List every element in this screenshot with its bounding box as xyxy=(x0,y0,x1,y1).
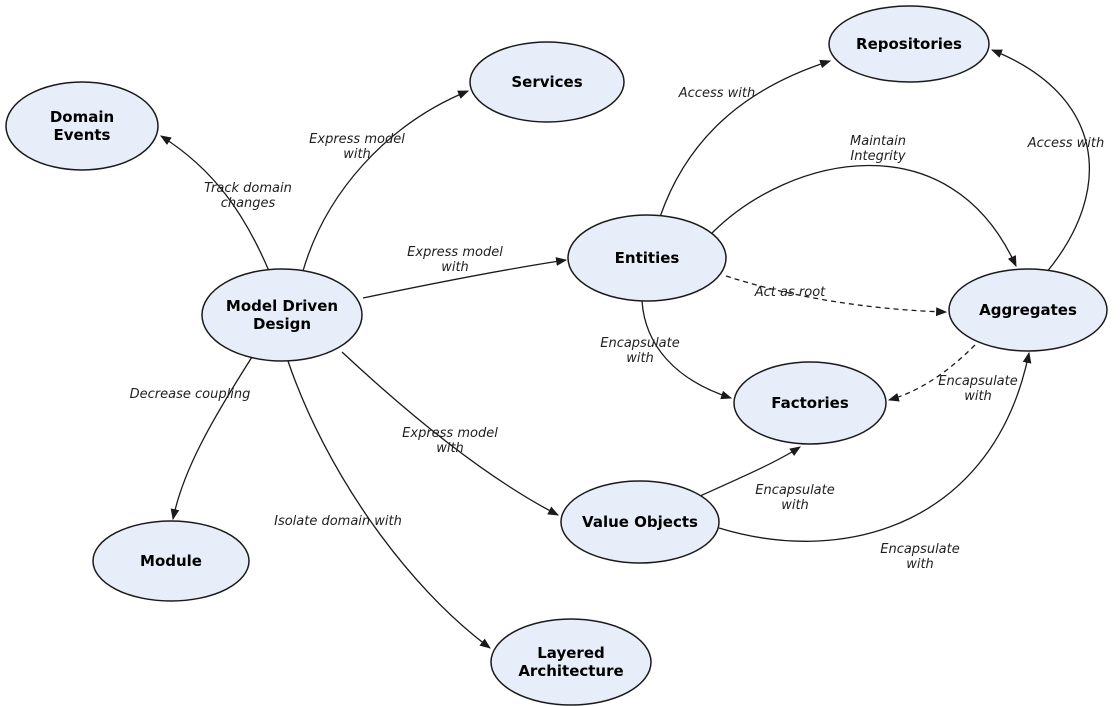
edge-maintain-integrity xyxy=(711,165,1017,268)
node-repositories: Repositories xyxy=(828,5,990,83)
edge-access-with-aggregates-repositories xyxy=(990,49,1090,274)
edge-express-model-with-entities xyxy=(362,257,568,299)
edge-label-access-with-entities-repositories: Access with xyxy=(678,86,755,101)
node-factories: Factories xyxy=(733,361,887,445)
node-label-repositories: Repositories xyxy=(856,35,962,53)
edge-encapsulate-with-entities-factories xyxy=(641,300,733,400)
node-ellipse-domain-events xyxy=(5,81,159,171)
edge-express-model-with-value-objects xyxy=(341,351,559,516)
edge-label-act-as-root: Act as root xyxy=(754,285,826,300)
node-label-factories: Factories xyxy=(771,394,849,412)
node-aggregates: Aggregates xyxy=(948,268,1108,352)
node-module: Module xyxy=(92,520,250,602)
edge-label-isolate-domain-with: Isolate domain with xyxy=(274,514,402,529)
node-ellipse-aggregates xyxy=(948,268,1108,352)
node-ellipse-entities xyxy=(567,214,727,302)
edge-encapsulate-with-aggregates-factories xyxy=(887,344,976,402)
node-services: Services xyxy=(469,41,625,123)
node-label-value-objects: Value Objects xyxy=(582,513,698,531)
edge-isolate-domain-with xyxy=(287,360,491,649)
edge-act-as-root xyxy=(725,275,948,317)
node-ellipse-layered-architecture xyxy=(490,618,652,706)
node-ellipse-value-objects xyxy=(560,480,720,564)
node-label-aggregates: Aggregates xyxy=(979,301,1077,319)
edge-label-access-with-aggregates-repositories: Access with xyxy=(1027,136,1104,151)
node-ellipse-model-driven-design xyxy=(201,268,363,362)
node-ellipse-repositories xyxy=(828,5,990,83)
edge-track-domain-changes xyxy=(160,135,270,272)
edge-encapsulate-with-value-objects-aggregates xyxy=(718,351,1032,542)
node-ellipse-factories xyxy=(733,361,887,445)
edge-express-model-with-services xyxy=(302,90,470,272)
node-label-services: Services xyxy=(511,73,582,91)
node-ellipse-module xyxy=(92,520,250,602)
edge-decrease-coupling xyxy=(170,356,253,521)
node-entities: Entities xyxy=(567,214,727,302)
node-label-entities: Entities xyxy=(615,249,680,267)
node-value-objects: Value Objects xyxy=(560,480,720,564)
node-ellipse-services xyxy=(469,41,625,123)
edge-access-with-entities-repositories xyxy=(659,59,832,218)
node-label-module: Module xyxy=(140,552,202,570)
edge-encapsulate-with-value-objects-factories xyxy=(699,446,801,497)
edge-label-decrease-coupling: Decrease coupling xyxy=(130,387,251,402)
